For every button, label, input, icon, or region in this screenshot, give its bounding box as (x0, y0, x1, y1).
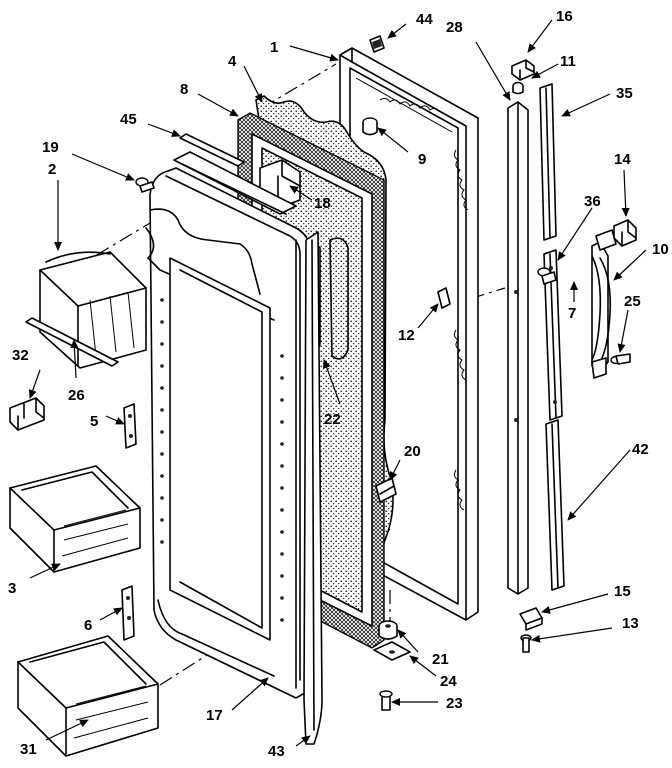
screw-13 (520, 634, 532, 653)
callout-11: 11 (560, 53, 576, 70)
callout-45: 43 (268, 743, 285, 760)
callout-2: 2 (48, 161, 56, 178)
callout-7: 7 (568, 305, 576, 322)
callout-44: 45 (120, 111, 137, 128)
callout-26: 25 (624, 293, 641, 310)
trim-strip-44 (179, 133, 245, 167)
screw-23 (379, 690, 393, 711)
handle-trim-42 (545, 419, 565, 591)
screw-11 (512, 81, 524, 95)
callout-43: 44 (416, 11, 433, 28)
side-trim-28 (507, 101, 529, 595)
callout-14: 14 (614, 151, 631, 168)
clip-12 (437, 287, 451, 309)
callout-28: 28 (446, 19, 463, 36)
clip-16 (511, 59, 535, 81)
clip-43 (369, 35, 385, 53)
callout-4: 4 (228, 53, 237, 70)
callout-9: 9 (418, 151, 426, 168)
callout-16: 16 (556, 8, 573, 25)
door-handle-10 (591, 229, 617, 379)
callout-32: 32 (12, 347, 29, 364)
screw-7 (537, 267, 557, 285)
callout-25: 26 (68, 387, 85, 404)
door-bin-3 (9, 465, 141, 573)
callout-13: 13 (622, 615, 639, 632)
callout-18: 18 (314, 195, 331, 212)
callout-20: 20 (404, 443, 421, 460)
callout-22: 22 (324, 411, 341, 428)
bracket-32 (9, 397, 45, 431)
callout-5: 5 (90, 413, 98, 430)
callout-31: 31 (20, 741, 37, 758)
callout-15: 15 (614, 583, 631, 600)
callout-3: 3 (8, 580, 16, 597)
door-bin-31 (17, 635, 159, 757)
shelf-holes-column (160, 298, 284, 622)
handle-trim-35 (539, 83, 557, 241)
screw-26 (610, 353, 631, 365)
bracket-15 (519, 607, 543, 631)
plug-9 (362, 117, 378, 136)
bushing-21 (378, 620, 398, 640)
hinge-hardware (373, 287, 451, 711)
bin-support-6 (121, 585, 135, 641)
callout-23: 23 (446, 695, 463, 712)
callout-19: 19 (42, 139, 59, 156)
callout-1: 1 (270, 39, 278, 56)
callout-21: 21 (432, 651, 449, 668)
bin-support-5 (123, 403, 137, 449)
top-bracket (173, 151, 301, 215)
end-cap-14 (613, 219, 637, 247)
door-liner (145, 167, 311, 699)
door-seal-strip (303, 231, 323, 745)
screw-19 (135, 177, 155, 193)
callout-17: 17 (206, 707, 223, 724)
callout-labels: 44 28 16 1 4 11 8 35 45 19 9 14 2 18 36 … (8, 8, 669, 760)
callout-8: 8 (180, 81, 188, 98)
leader-lines (28, 19, 647, 747)
callout-42: 42 (632, 441, 649, 458)
callout-6: 6 (84, 617, 92, 634)
callout-10: 10 (652, 241, 669, 258)
callout-12: 12 (398, 327, 415, 344)
callout-35: 35 (616, 85, 633, 102)
callout-36: 36 (584, 193, 601, 210)
callout-24: 24 (440, 673, 457, 690)
